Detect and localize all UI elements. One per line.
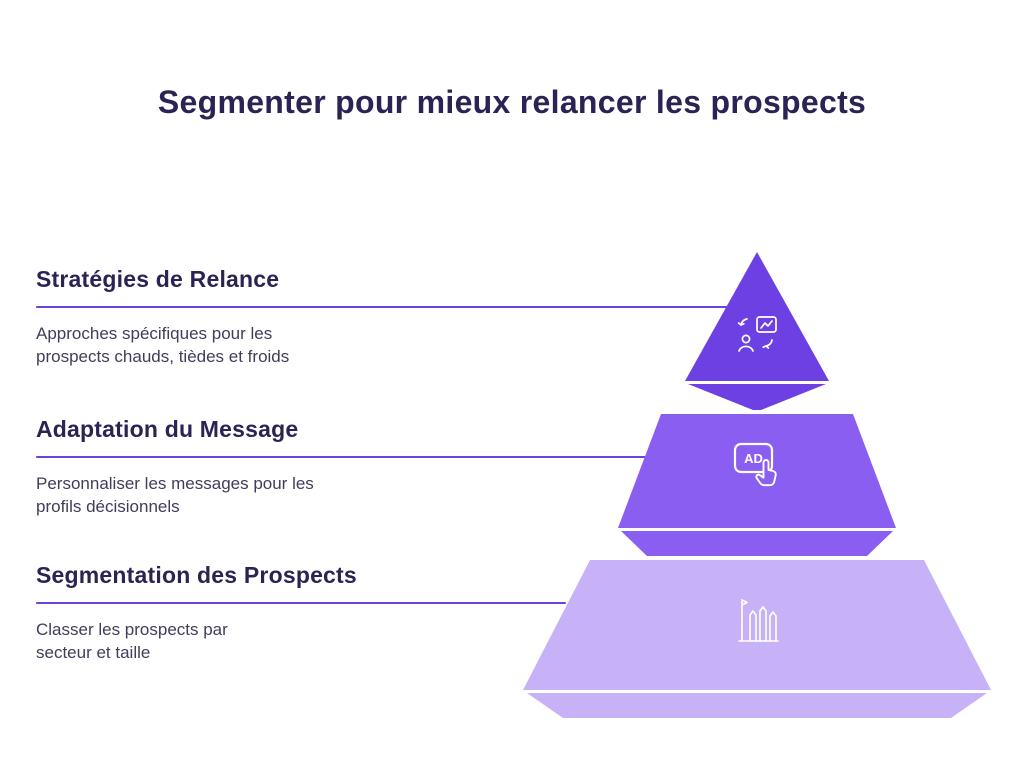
- section-heading: Adaptation du Message: [36, 416, 299, 442]
- ad-icon-label: AD: [744, 451, 763, 466]
- section-body: Approches spécifiques pour les prospects…: [36, 324, 290, 366]
- section-heading: Stratégies de Relance: [36, 266, 280, 292]
- bar-chart-icon: [738, 599, 779, 642]
- page-title: Segmenter pour mieux relancer les prospe…: [157, 84, 867, 120]
- tier-bottom-fold: [527, 693, 987, 718]
- pyramid-tier-middle: AD: [618, 414, 896, 556]
- section-divider: [36, 602, 566, 604]
- pyramid-tier-top: [685, 252, 829, 410]
- presentation-chart-icon: [737, 316, 777, 352]
- section-divider: [36, 456, 648, 458]
- tier-top-fold: [688, 384, 826, 410]
- section-strategies-de-relance: Stratégies de Relance Approches spécifiq…: [36, 266, 756, 368]
- section-segmentation-des-prospects: Segmentation des Prospects Classer les p…: [36, 562, 566, 664]
- section-adaptation-du-message: Adaptation du Message Personnaliser les …: [36, 416, 648, 518]
- ad-click-icon: AD: [733, 442, 777, 487]
- pyramid-tier-bottom: [523, 560, 991, 718]
- tap-hand-shape: [755, 459, 777, 487]
- section-body: Personnaliser les messages pour les prof…: [36, 474, 314, 516]
- tier-middle-fold: [621, 531, 893, 556]
- section-divider: [36, 306, 756, 308]
- section-heading: Segmentation des Prospects: [36, 562, 357, 588]
- section-body: Classer les prospects par secteur et tai…: [36, 620, 228, 662]
- tier-bottom-face: [523, 560, 991, 690]
- tier-top-face: [685, 252, 829, 381]
